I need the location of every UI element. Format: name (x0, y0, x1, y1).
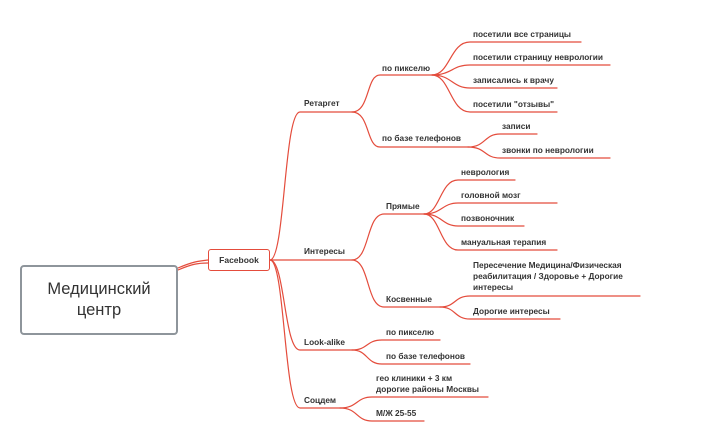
direct-leaf-4[interactable]: мануальная терапия (461, 237, 547, 247)
phones-leaf-1[interactable]: записи (502, 121, 531, 131)
retarget-pixel-node[interactable]: по пикселю (382, 63, 431, 73)
indirect-leaf-2[interactable]: Дорогие интересы (473, 306, 550, 316)
connector-direct-3 (423, 213, 525, 227)
connector-retarget-phones (351, 111, 469, 148)
socdem-node[interactable]: Соцдем (304, 395, 337, 405)
direct-leaf-1[interactable]: неврология (461, 167, 510, 177)
connector-indirect-2 (439, 306, 561, 320)
facebook-node[interactable]: Facebook (208, 249, 270, 271)
direct-leaf-2[interactable]: головной мозг (461, 190, 521, 200)
phones-leaf-2[interactable]: звонки по неврологии (502, 145, 594, 155)
connector-indirect-1 (439, 295, 641, 308)
connector-pixel-2 (431, 64, 611, 76)
lookalike-leaf-2[interactable]: по базе телефонов (386, 351, 466, 361)
connector-facebook-lookalike (269, 259, 353, 351)
socdem-leaf-2[interactable]: М/Ж 25-55 (376, 408, 417, 418)
connector-phones-1 (467, 133, 538, 148)
connector-interests-direct (351, 213, 425, 261)
interests-direct-node[interactable]: Прямые (386, 201, 420, 211)
pixel-leaf-2[interactable]: посетили страницу неврологии (473, 52, 603, 62)
root-node[interactable]: Медицинский центр (20, 265, 178, 335)
retarget-phones-node[interactable]: по базе телефонов (382, 133, 462, 143)
socdem-leaf-1[interactable]: гео клиники + 3 км дорогие районы Москвы (376, 373, 480, 394)
connector-facebook-retarget (269, 111, 353, 261)
connector-socdem-2 (339, 407, 425, 422)
interests-node[interactable]: Интересы (304, 246, 345, 256)
connector-facebook-socdem (269, 259, 341, 409)
connector-pixel-4 (431, 74, 558, 113)
connector-pixel-1 (431, 41, 582, 76)
connector-interests-indirect (351, 259, 441, 308)
connector-retarget-pixel (351, 74, 433, 113)
indirect-leaf-1[interactable]: Пересечение Медицина/Физическая реабилит… (473, 260, 623, 292)
connector-socdem-1 (339, 396, 489, 409)
connector-root-facebook (177, 259, 209, 269)
pixel-leaf-1[interactable]: посетили все страницы (473, 29, 572, 39)
connector-direct-1 (423, 179, 516, 215)
connector-root-facebook-2 (177, 262, 209, 271)
connector-direct-2 (423, 202, 558, 215)
lookalike-node[interactable]: Look-alike (304, 337, 346, 347)
root-label: Медицинский центр (47, 280, 151, 319)
connector-pixel-3 (431, 74, 558, 89)
pixel-leaf-4[interactable]: посетили "отзывы" (473, 99, 555, 109)
pixel-leaf-3[interactable]: записались к врачу (473, 75, 554, 85)
connector-lookalike-1 (351, 339, 441, 351)
connector-direct-4 (423, 213, 558, 251)
connector-phones-2 (467, 146, 611, 159)
retarget-node[interactable]: Ретаргет (304, 98, 340, 108)
connector-lookalike-2 (351, 349, 471, 365)
lookalike-leaf-1[interactable]: по пикселю (386, 327, 435, 337)
direct-leaf-3[interactable]: позвоночник (461, 213, 515, 223)
facebook-label: Facebook (219, 255, 259, 265)
interests-indirect-node[interactable]: Косвенные (386, 294, 432, 304)
